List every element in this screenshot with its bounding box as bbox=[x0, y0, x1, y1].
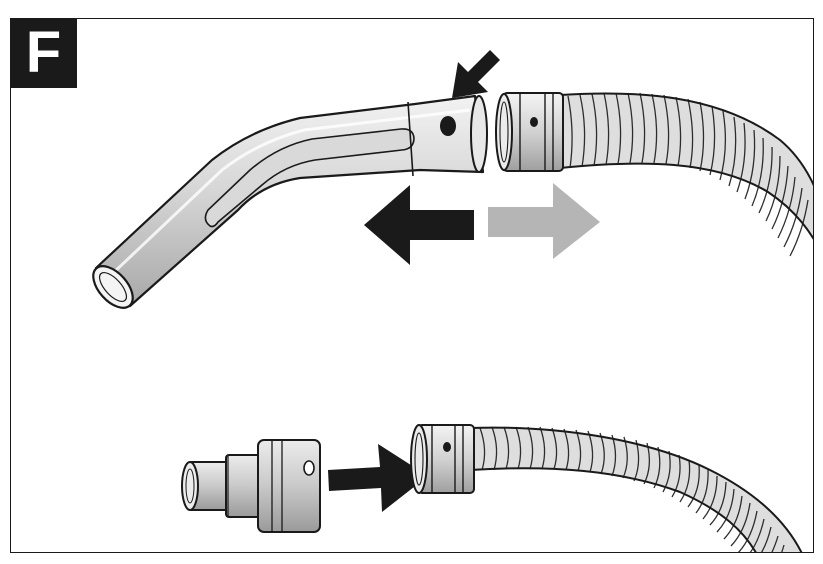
adapter-fitting bbox=[181, 439, 321, 533]
illustration-frame bbox=[10, 18, 814, 553]
press-release-arrow-icon bbox=[452, 50, 500, 98]
insert-arrow-icon bbox=[328, 444, 428, 512]
handle-tube bbox=[92, 94, 488, 309]
hose-upper bbox=[495, 92, 813, 257]
handle-slot bbox=[204, 128, 415, 228]
pull-apart-arrow-icon bbox=[364, 185, 474, 265]
hose-lower bbox=[410, 424, 803, 552]
handle-opening bbox=[92, 265, 134, 309]
step-label-badge: F bbox=[10, 18, 77, 88]
push-together-arrow-icon bbox=[488, 183, 600, 259]
release-button bbox=[440, 116, 456, 136]
